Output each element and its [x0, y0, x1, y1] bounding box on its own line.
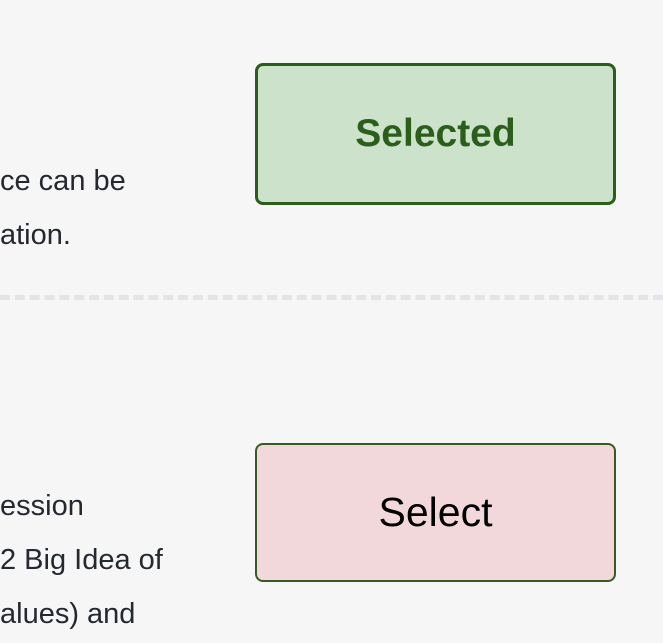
item-divider	[0, 295, 663, 300]
item-1-description-line: ation.	[0, 219, 71, 251]
item-2-description-line: alues) and	[0, 598, 136, 630]
item-2-description: ession 2 Big Idea of alues) and	[0, 479, 210, 641]
item-2-description-line: 2 Big Idea of	[0, 544, 163, 576]
item-2-select-button[interactable]: Select	[255, 443, 616, 582]
item-2-description-line: ession	[0, 490, 84, 522]
item-1-description-line: ce can be	[0, 165, 126, 197]
item-1-selected-button[interactable]: Selected	[255, 63, 616, 205]
item-1-description: ce can be ation.	[0, 154, 210, 262]
